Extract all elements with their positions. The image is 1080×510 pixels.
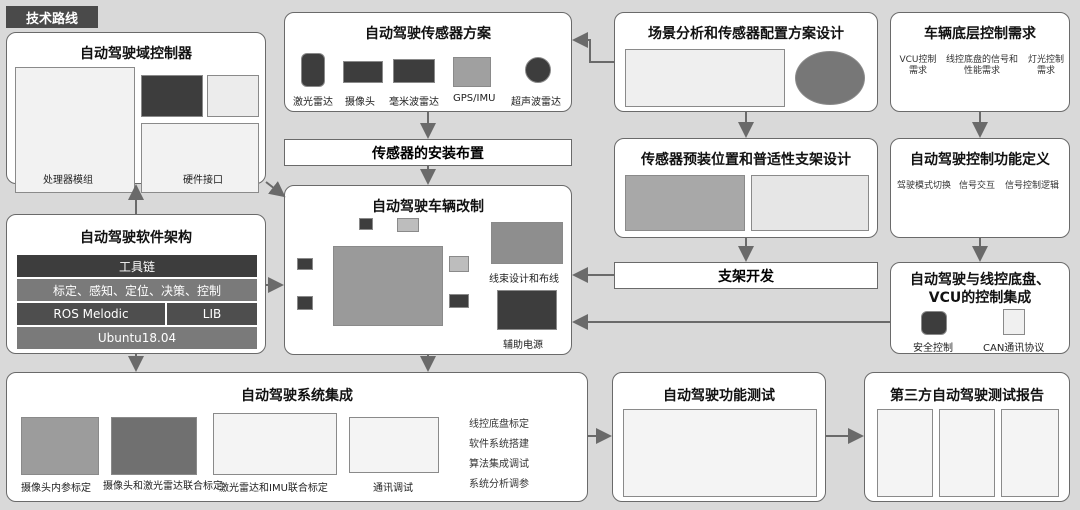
control-item-signal: 信号交互 (959, 181, 996, 191)
function-test-box: 自动驾驶功能测试 (612, 372, 826, 502)
software-arch-box: 自动驾驶软件架构 工具链 标定、感知、定位、决策、控制 ROS Melodic … (6, 214, 266, 354)
sensor-bracket-title: 传感器预装位置和普适性支架设计 (641, 152, 851, 168)
gps-imu-image (453, 57, 491, 87)
report-page-1 (877, 409, 933, 497)
control-function-title: 自动驾驶控制功能定义 (910, 152, 1050, 168)
integration-caption-2: 摄像头和激光雷达联合标定 (103, 481, 223, 492)
vcu-title-line2: VCU的控制集成 (928, 290, 1032, 306)
sensor-install-bar: 传感器的安装布置 (284, 139, 572, 166)
power-caption: 辅助电源 (503, 340, 543, 351)
sensor-caption-camera: 摄像头 (345, 97, 375, 108)
stack-toolchain: 工具链 (17, 255, 257, 277)
part-image-2 (397, 218, 419, 232)
scene-analysis-box: 场景分析和传感器配置方案设计 (614, 12, 878, 112)
report-page-2 (939, 409, 995, 497)
sensor-caption-radar: 毫米波雷达 (389, 97, 439, 108)
integration-list-4: 系统分析调参 (469, 479, 529, 490)
chassis-req-signal: 线控底盘的信号和性能需求 (945, 55, 1018, 76)
bracket-design-image (751, 175, 869, 231)
joint-calib-image (111, 417, 197, 475)
arrow-controller-to-vehicle (265, 181, 286, 198)
report-page-3 (1001, 409, 1059, 497)
domain-controller-box: 自动驾驶域控制器 处理器模组 硬件接口 (6, 32, 266, 193)
vehicle-mod-title: 自动驾驶车辆改制 (372, 199, 484, 215)
sensor-plan-box: 自动驾驶传感器方案 激光雷达 摄像头 毫米波雷达 GPS/IMU 超声波雷达 (284, 12, 572, 112)
chassis-req-vcu: VCU控制需求 (899, 55, 937, 76)
system-integration-title: 自动驾驶系统集成 (241, 388, 353, 404)
integration-caption-4: 通讯调试 (373, 483, 413, 494)
power-supply-image (497, 290, 557, 330)
arrow-scene-to-sensor-plan (572, 32, 614, 63)
sensor-coverage-image (795, 51, 865, 105)
test-chart-image (623, 409, 817, 497)
ultrasonic-image (525, 57, 551, 83)
system-integration-box: 自动驾驶系统集成 摄像头内参标定 摄像头和激光雷达联合标定 激光雷达和IMU联合… (6, 372, 588, 502)
imu-calib-image (213, 413, 337, 475)
stack-ros: ROS Melodic (17, 303, 165, 325)
camera-image (343, 61, 383, 83)
modified-car-image (333, 246, 443, 326)
part-image-6 (449, 294, 469, 308)
stack-ubuntu: Ubuntu18.04 (17, 327, 257, 349)
sensor-placement-image (625, 175, 745, 231)
vehicle-mod-box: 自动驾驶车辆改制 线束设计和布线 辅助电源 (284, 185, 572, 355)
third-party-report-title: 第三方自动驾驶测试报告 (890, 388, 1044, 404)
car-topview-image (625, 49, 785, 107)
safety-control-image (921, 311, 947, 335)
controller-unit-image (141, 75, 203, 117)
domain-controller-title: 自动驾驶域控制器 (80, 46, 192, 62)
integration-list-1: 线控底盘标定 (469, 419, 529, 430)
part-image-1 (359, 218, 373, 230)
third-party-report-box: 第三方自动驾驶测试报告 (864, 372, 1070, 502)
sensor-caption-lidar: 激光雷达 (293, 97, 333, 108)
chassis-req-light: 灯光控制需求 (1027, 55, 1064, 76)
stack-lib: LIB (167, 303, 257, 325)
control-item-logic: 信号控制逻辑 (1005, 181, 1060, 191)
part-image-3 (297, 258, 313, 270)
sensor-bracket-box: 传感器预装位置和普适性支架设计 (614, 138, 878, 238)
sensor-caption-gps: GPS/IMU (453, 93, 496, 104)
spec-table-image (15, 67, 135, 193)
sensor-plan-title: 自动驾驶传感器方案 (365, 26, 491, 42)
vcu-integration-box: 自动驾驶与线控底盘、 VCU的控制集成 安全控制 CAN通讯协议 (890, 262, 1070, 354)
vcu-caption-right: CAN通讯协议 (983, 343, 1045, 354)
integration-caption-1: 摄像头内参标定 (21, 483, 91, 494)
software-arch-title: 自动驾驶软件架构 (80, 230, 192, 246)
stack-modules: 标定、感知、定位、决策、控制 (17, 279, 257, 301)
integration-caption-3: 激光雷达和IMU联合标定 (219, 483, 328, 494)
function-test-title: 自动驾驶功能测试 (663, 388, 775, 404)
interface-table-image (141, 123, 259, 193)
wiring-image (491, 222, 563, 264)
wiring-caption: 线束设计和布线 (489, 274, 559, 285)
part-image-5 (449, 256, 469, 272)
control-item-mode: 驾驶模式切换 (897, 181, 952, 191)
domain-caption-right: 硬件接口 (183, 175, 223, 186)
domain-caption-left: 处理器模组 (43, 175, 93, 186)
vcu-caption-left: 安全控制 (913, 343, 953, 354)
comm-debug-image (349, 417, 439, 473)
corner-tag: 技术路线 (6, 6, 98, 28)
integration-list-3: 算法集成调试 (469, 459, 529, 470)
vcu-title-line1: 自动驾驶与线控底盘、 (910, 272, 1050, 288)
part-image-4 (297, 296, 313, 310)
camera-calib-image (21, 417, 99, 475)
chassis-requirements-title: 车辆底层控制需求 (924, 26, 1036, 42)
chassis-requirements-box: 车辆底层控制需求 VCU控制需求 线控底盘的信号和性能需求 灯光控制需求 (890, 12, 1070, 112)
bracket-dev-bar: 支架开发 (614, 262, 878, 289)
can-protocol-image (1003, 309, 1025, 335)
lidar-image (301, 53, 325, 87)
radar-image (393, 59, 435, 83)
sensor-caption-ultrasonic: 超声波雷达 (511, 97, 561, 108)
connector-diagram-image (207, 75, 259, 117)
scene-analysis-title: 场景分析和传感器配置方案设计 (648, 26, 844, 42)
control-function-box: 自动驾驶控制功能定义 驾驶模式切换 信号交互 信号控制逻辑 (890, 138, 1070, 238)
integration-list-2: 软件系统搭建 (469, 439, 529, 450)
